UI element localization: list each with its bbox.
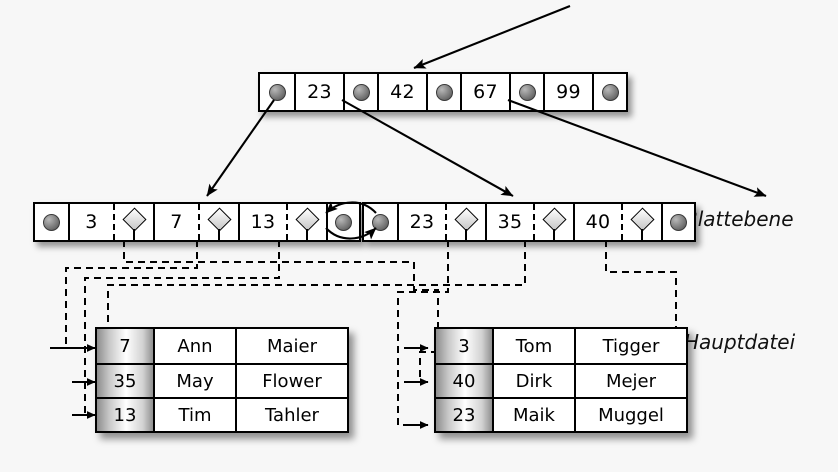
row-first-name: Ann [153,329,235,363]
main-file-table-left[interactable]: 7 Ann Maier 35 May Flower 13 Tim Tahler [95,327,349,433]
row-first-name: Maik [492,399,574,431]
sibling-link-backward-arrow [325,201,377,214]
row-first-name: Tim [153,399,235,431]
diamond-stem [641,229,643,241]
row-key: 13 [97,399,153,431]
table-row[interactable]: 7 Ann Maier [97,329,347,363]
pointer-knob-icon [335,213,352,231]
caption-main-file: Hauptdatei [684,330,796,354]
root-key-0: 23 [294,74,343,110]
pointer-knob-icon [43,213,60,231]
arrow-root-to-leaf-left [206,99,275,197]
arrow-root-to-leaf-right [341,99,514,197]
diamond-stem [218,229,220,241]
pointer-knob-icon [435,83,453,101]
pointer-knob-icon [670,213,687,231]
leaf-right-key-2: 40 [573,204,621,240]
row-last-name: Flower [235,365,347,397]
row-first-name: Tom [492,329,574,363]
leaf-left-record-pointer-1[interactable] [198,204,238,241]
leaf-left-key-0: 3 [68,204,113,240]
root-key-2: 67 [460,74,509,110]
root-index-node[interactable]: 23 42 67 99 [258,72,628,112]
table-row[interactable]: 13 Tim Tahler [97,397,347,431]
leaf-left-prev-pointer[interactable] [35,204,68,240]
row-first-name: Dirk [492,365,574,397]
row-key: 35 [97,365,153,397]
leaf-left-key-2: 13 [238,204,286,240]
leaf-right-record-pointer-1[interactable] [533,204,573,241]
row-key: 3 [436,329,492,363]
row-key: 40 [436,365,492,397]
root-pointer-2[interactable] [426,74,460,110]
root-key-1: 42 [377,74,426,110]
record-link-3 [123,240,439,348]
pointer-knob-icon [372,213,389,231]
table-row[interactable]: 3 Tom Tigger [436,329,686,363]
diamond-stem [553,229,555,241]
row-key: 7 [97,329,153,363]
leaf-right-key-0: 23 [397,204,445,240]
leaf-left-record-pointer-2[interactable] [286,204,326,241]
root-pointer-3[interactable] [509,74,543,110]
root-pointer-4[interactable] [592,74,626,110]
incoming-top-right-arrow [413,5,571,69]
root-key-3: 99 [543,74,592,110]
caption-leaf-level: Blattebene [684,207,794,231]
arrow-root-to-lower-right [507,99,767,197]
root-pointer-0[interactable] [260,74,294,110]
row-last-name: Maier [235,329,347,363]
diamond-stem [133,229,135,241]
record-link-7 [65,240,198,348]
table-row[interactable]: 40 Dirk Mejer [436,363,686,397]
leaf-right-next-pointer[interactable] [661,204,694,240]
pointer-knob-icon [268,83,286,101]
leaf-left-record-pointer-0[interactable] [113,204,153,241]
row-last-name: Mejer [574,365,686,397]
pointer-knob-icon [601,83,619,101]
diamond-stem [306,229,308,241]
record-link-13 [84,240,280,415]
row-last-name: Muggel [574,399,686,431]
pointer-knob-icon [518,83,536,101]
record-link-40 [419,240,677,382]
table-row[interactable]: 35 May Flower [97,363,347,397]
leaf-right-key-1: 35 [485,204,533,240]
pointer-knob-icon [352,83,370,101]
leaf-node-right[interactable]: 23 35 40 [362,202,696,242]
leaf-left-key-1: 7 [153,204,198,240]
main-file-table-right[interactable]: 3 Tom Tigger 40 Dirk Mejer 23 Maik Mugge… [434,327,688,433]
table-row[interactable]: 23 Maik Muggel [436,397,686,431]
leaf-right-record-pointer-0[interactable] [445,204,485,241]
leaf-right-record-pointer-2[interactable] [621,204,661,241]
row-first-name: May [153,365,235,397]
row-last-name: Tahler [235,399,347,431]
row-key: 23 [436,399,492,431]
diamond-stem [465,229,467,241]
row-last-name: Tigger [574,329,686,363]
sibling-link-forward-arrow [325,227,377,240]
